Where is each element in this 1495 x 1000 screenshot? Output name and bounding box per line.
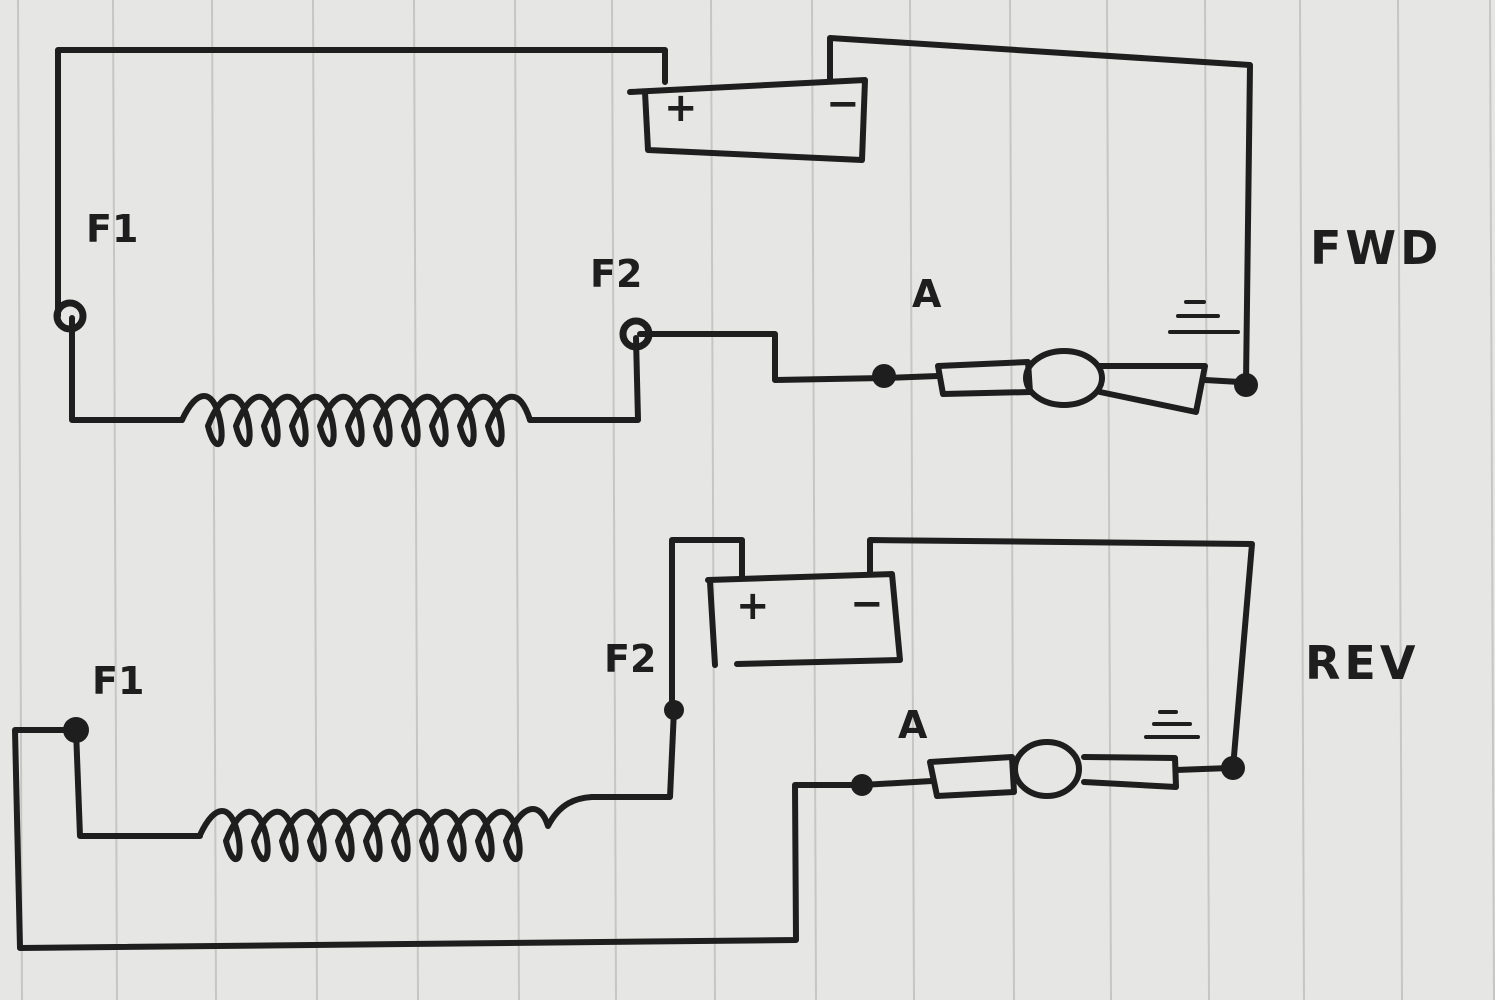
rev-battery-negative-label: − xyxy=(850,581,884,627)
forward-circuit xyxy=(53,35,1258,448)
fwd-f2-label: F2 xyxy=(590,252,643,296)
fwd-armature xyxy=(881,348,1243,415)
fwd-wire-f1-to-field xyxy=(69,315,185,423)
rule-line xyxy=(1299,0,1305,1000)
rule-line xyxy=(17,0,23,1000)
rule-line xyxy=(611,0,617,1000)
rev-ground-symbol xyxy=(1144,710,1200,739)
fwd-terminals xyxy=(53,299,1258,397)
fwd-wire-field-to-f2 xyxy=(527,335,641,423)
rev-wire-battery-positive-to-f2 xyxy=(669,537,745,713)
rev-wire-f1-to-field xyxy=(73,727,203,839)
fwd-armature-terminal xyxy=(872,364,896,388)
rev-ground-terminal xyxy=(1221,756,1245,780)
rev-armature xyxy=(859,739,1233,799)
reverse-circuit xyxy=(12,537,1255,951)
rev-armature-label: A xyxy=(898,703,928,747)
rule-line xyxy=(413,0,419,1000)
rule-line xyxy=(1204,0,1210,1000)
rev-f1-terminal xyxy=(63,717,89,743)
rule-line xyxy=(710,0,716,1000)
fwd-wire-battery-negative-to-ground xyxy=(827,35,1253,386)
rev-wire-battery-negative-to-ground xyxy=(867,537,1255,771)
rule-line xyxy=(211,0,217,1000)
rev-field-winding xyxy=(197,794,595,863)
rule-line xyxy=(811,0,817,1000)
fwd-ground-symbol xyxy=(1168,300,1240,334)
rule-line xyxy=(1009,0,1015,1000)
fwd-wire-f2-to-armature xyxy=(637,331,887,383)
rule-line xyxy=(1489,0,1495,1000)
rev-f2-label: F2 xyxy=(604,637,657,681)
rule-line xyxy=(1106,0,1112,1000)
rev-battery xyxy=(705,571,903,668)
fwd-battery-positive-label: + xyxy=(664,85,698,131)
rev-f1-label: F1 xyxy=(92,659,145,703)
fwd-field-winding xyxy=(179,393,533,448)
fwd-wire-battery-positive-to-f1 xyxy=(55,47,668,319)
rev-f2-terminal xyxy=(664,700,684,720)
rev-terminals xyxy=(63,700,1245,796)
rule-line xyxy=(1397,0,1403,1000)
fwd-f1-label: F1 xyxy=(86,207,139,251)
rev-direction-label: REV xyxy=(1305,636,1420,690)
fwd-f2-terminal xyxy=(619,317,653,351)
fwd-battery xyxy=(627,77,868,163)
rev-wire-f1-to-armature-loop xyxy=(12,727,865,951)
fwd-ground-terminal xyxy=(1234,373,1258,397)
fwd-direction-label: FWD xyxy=(1310,221,1443,275)
fwd-armature-label: A xyxy=(912,272,942,316)
rev-armature-terminal xyxy=(851,774,873,796)
fwd-f1-terminal xyxy=(53,299,87,333)
rule-line xyxy=(909,0,915,1000)
rev-wire-f2-to-field xyxy=(589,707,677,800)
fwd-battery-negative-label: − xyxy=(826,81,860,127)
rev-battery-positive-label: + xyxy=(736,583,770,629)
